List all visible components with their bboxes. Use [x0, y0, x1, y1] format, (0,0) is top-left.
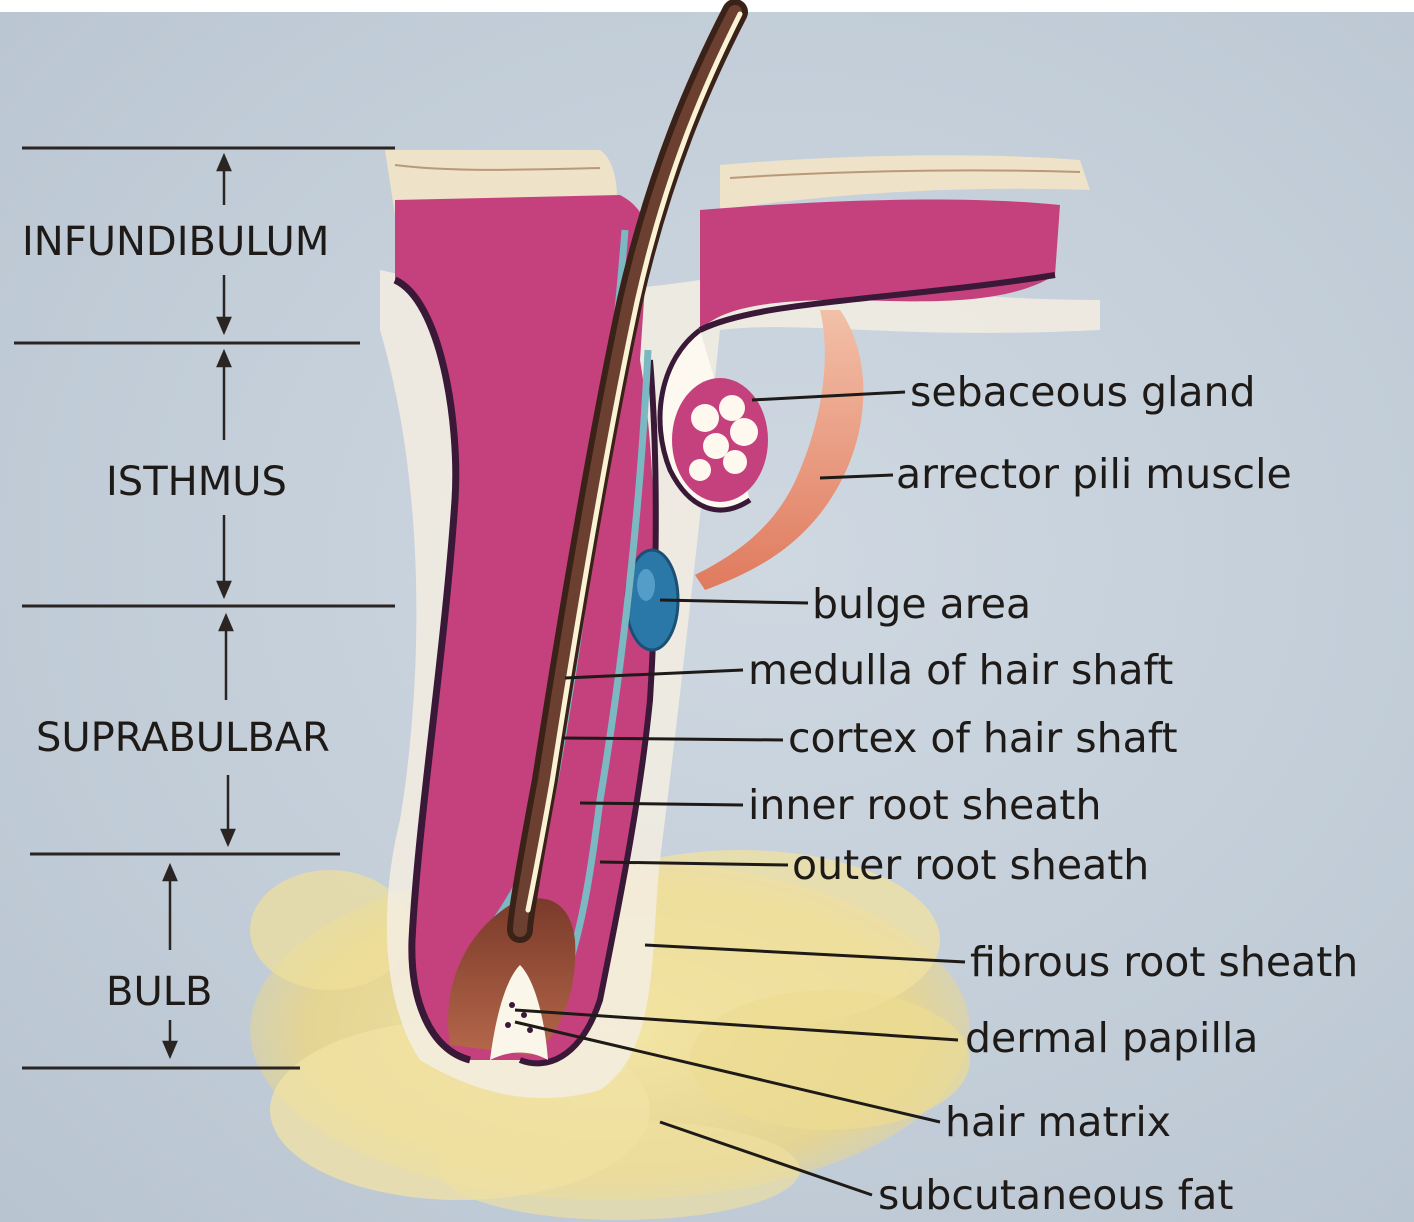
label-hair-matrix: hair matrix	[945, 1102, 1171, 1143]
region-label-infundibulum: INFUNDIBULUM	[22, 222, 329, 262]
label-inner-root-sheath: inner root sheath	[748, 785, 1101, 826]
label-arrector-pili-muscle: arrector pili muscle	[896, 454, 1292, 495]
label-outer-root-sheath: outer root sheath	[792, 845, 1149, 886]
label-cortex-of-hair-shaft: cortex of hair shaft	[788, 718, 1178, 759]
region-label-suprabulbar: SUPRABULBAR	[36, 718, 330, 758]
label-dermal-papilla: dermal papilla	[965, 1018, 1258, 1059]
label-subcutaneous-fat: subcutaneous fat	[878, 1175, 1233, 1216]
label-fibrous-root-sheath: fibrous root sheath	[970, 942, 1358, 983]
label-medulla-of-hair-shaft: medulla of hair shaft	[748, 650, 1173, 691]
label-sebaceous-gland: sebaceous gland	[910, 372, 1256, 413]
region-label-isthmus: ISTHMUS	[106, 462, 287, 502]
label-bulge-area: bulge area	[812, 584, 1031, 625]
region-label-bulb: BULB	[106, 972, 212, 1012]
